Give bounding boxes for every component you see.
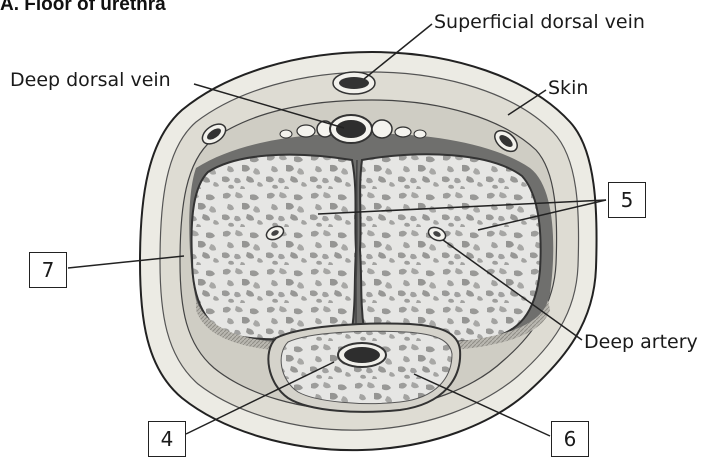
right-corpus-cavernosum [360,154,541,342]
dorsal-nerve-left [297,125,315,137]
number-box-5: 5 [608,182,646,218]
left-corpus-cavernosum [192,155,356,340]
label-superficial-dorsal-vein: Superficial dorsal vein [434,13,645,32]
label-skin: Skin [548,79,588,98]
dorsal-nerve-left-small [280,130,292,138]
dorsal-nerve-right-small [414,130,426,138]
number-box-6: 6 [551,421,589,457]
number-box-7: 7 [29,252,67,288]
dorsal-artery-right [372,120,392,138]
number-box-4: 4 [148,421,186,457]
deep-dorsal-vein-lumen [336,120,366,138]
urethra-dark [344,347,380,363]
label-deep-artery: Deep artery [584,333,698,352]
figure-title: A. Floor of urethra [0,0,166,16]
dorsal-nerve-right [395,127,411,137]
label-deep-dorsal-vein: Deep dorsal vein [10,71,171,90]
